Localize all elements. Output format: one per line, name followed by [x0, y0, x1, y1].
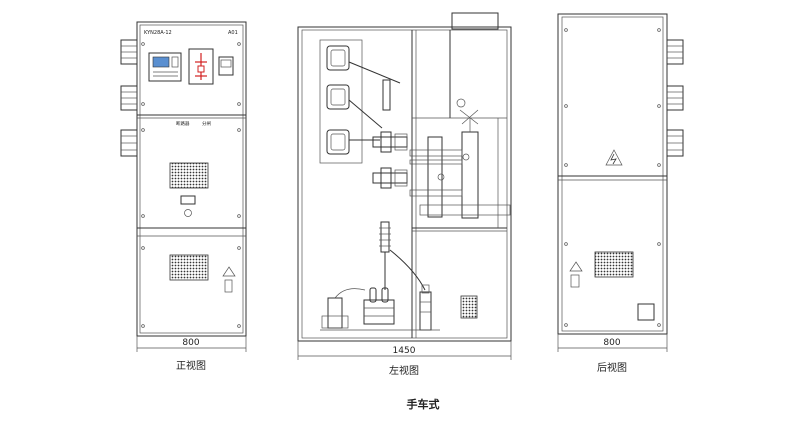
side-heater-grille — [460, 295, 478, 319]
front-lower-vent-grille — [169, 254, 209, 281]
ground-cable — [389, 249, 426, 291]
meter-display — [218, 56, 234, 76]
breaker-pole — [427, 136, 443, 218]
side-view: 1450 左视图 — [297, 12, 512, 377]
front-view-label: 正视图 — [176, 359, 206, 372]
rear-view: 800 后视图 — [557, 13, 684, 374]
rear-right-bushings — [666, 39, 684, 157]
upper-contact-insulator — [382, 79, 391, 111]
front-left-bushings — [120, 39, 138, 157]
front-breaker-text: 断路器 — [176, 120, 190, 127]
front-width-dimension: 800 — [182, 338, 199, 348]
rear-vent-grille — [594, 251, 634, 278]
voltage-transformer — [363, 287, 395, 325]
front-nameplate-number: A01 — [228, 30, 238, 36]
front-middle-vent-grille — [169, 162, 209, 189]
front-nameplate-model: KYN28A-12 — [144, 30, 172, 36]
cable-terminal — [419, 284, 432, 331]
rear-lower-warning-icon — [569, 261, 583, 272]
busbar-compartment — [319, 39, 363, 164]
surge-arrester — [321, 288, 366, 329]
mimic-panel — [188, 48, 214, 85]
rear-upper-warning-icon — [605, 149, 623, 166]
protection-relay — [148, 52, 182, 82]
relay-screen — [152, 56, 170, 68]
front-warning-sign-icon — [222, 266, 236, 277]
side-top-box — [451, 12, 499, 30]
front-operating-window — [180, 195, 196, 205]
busbar-insulators — [326, 45, 350, 155]
side-cabinet-outline — [297, 26, 512, 342]
rear-cabinet-outline — [557, 13, 668, 335]
breaker-truck — [372, 109, 511, 219]
current-transformer — [380, 221, 390, 253]
rear-view-label: 后视图 — [597, 361, 627, 374]
front-trip-text: 分闸 — [202, 120, 211, 127]
rear-width-dimension: 800 — [603, 338, 620, 348]
drawing-caption: 手车式 — [407, 397, 440, 411]
side-view-label: 左视图 — [389, 364, 419, 377]
side-width-dimension: 1450 — [393, 346, 416, 356]
front-cabinet-outline — [136, 21, 247, 337]
front-handle-hole — [184, 209, 192, 217]
front-view: KYN28A-12 A01 断路器 分闸 — [120, 21, 247, 372]
rear-nameplate-box — [637, 303, 655, 321]
